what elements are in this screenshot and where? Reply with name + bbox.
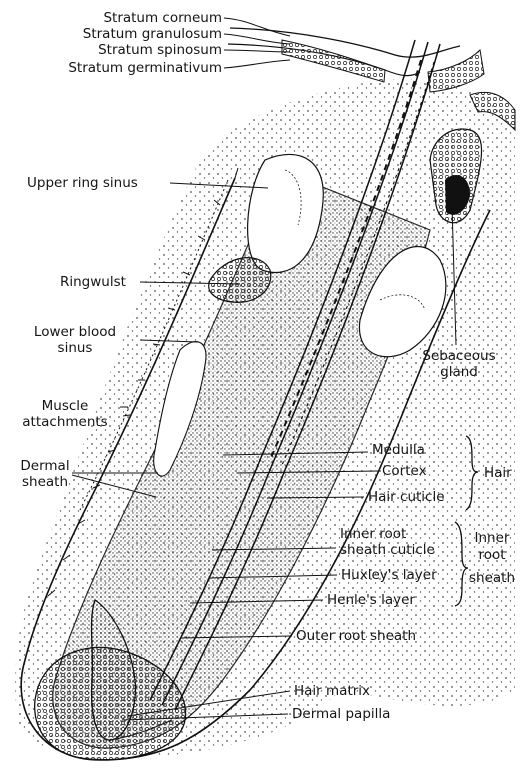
label-inner-root-sheath-cuticle-line2: sheath cuticle xyxy=(340,542,435,558)
label-sebaceous-gland-line2: gland xyxy=(414,364,504,380)
label-stratum-corneum: Stratum corneum xyxy=(60,10,222,26)
label-stratum-granulosum: Stratum granulosum xyxy=(40,26,222,42)
label-lower-blood-sinus-line1: Lower blood xyxy=(20,324,130,340)
label-upper-ring-sinus: Upper ring sinus xyxy=(27,175,138,191)
label-dermal-sheath-line1: Dermal xyxy=(5,458,85,474)
label-stratum-germinativum: Stratum germinativum xyxy=(20,60,222,76)
label-cortex: Cortex xyxy=(382,463,427,479)
label-inner-root-sheath-cuticle-line1: Inner root xyxy=(340,526,406,542)
label-inner-root-sheath-group-line1: Inner xyxy=(462,530,522,546)
label-sebaceous-gland-line1: Sebaceous xyxy=(414,348,504,364)
label-hair-matrix: Hair matrix xyxy=(294,683,370,699)
label-medulla: Medulla xyxy=(372,442,425,458)
label-outer-root-sheath: Outer root sheath xyxy=(296,628,416,644)
label-hair-cuticle: Hair cuticle xyxy=(368,489,445,505)
label-muscle-attachments-line2: attachments xyxy=(5,414,125,430)
label-muscle-attachments-line1: Muscle xyxy=(10,398,120,414)
label-inner-root-sheath-group-line2: root xyxy=(462,547,522,563)
label-henles-layer: Henle's layer xyxy=(327,592,415,608)
label-dermal-sheath-line2: sheath xyxy=(5,474,85,490)
label-stratum-spinosum: Stratum spinosum xyxy=(50,42,222,58)
label-hair-group: Hair xyxy=(484,465,512,481)
label-lower-blood-sinus-line2: sinus xyxy=(20,340,130,356)
label-inner-root-sheath-group-line3: sheath xyxy=(462,570,522,586)
label-dermal-papilla: Dermal papilla xyxy=(292,706,390,722)
label-huxleys-layer: Huxley's layer xyxy=(341,567,437,583)
label-ringwulst: Ringwulst xyxy=(60,274,126,290)
